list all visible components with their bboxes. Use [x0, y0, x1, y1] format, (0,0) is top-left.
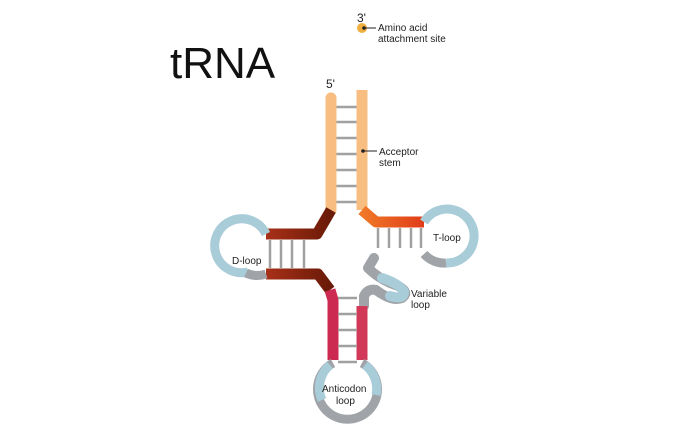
- amino-acid-label-1: Amino acid: [378, 23, 427, 34]
- anticodon-left-strand: [324, 288, 339, 360]
- acceptor-stem-rungs: [336, 105, 360, 204]
- five-prime-label: 5': [326, 77, 335, 91]
- anticodon-loop-label-1: Anticodon: [322, 384, 366, 395]
- anticodon-stem-rungs: [338, 296, 357, 364]
- anticodon-loop-label-2: loop: [336, 396, 355, 407]
- amino-acid-label-2: attachment site: [378, 34, 446, 45]
- variable-loop-blue: [377, 273, 410, 303]
- t-arm-upper-strand: [358, 205, 424, 228]
- t-loop-label: T-loop: [433, 233, 461, 244]
- amino-acid-site-dot: [357, 23, 367, 33]
- acceptor-stem-label-2: stem: [379, 158, 401, 169]
- t-arm-rungs: [376, 228, 423, 248]
- three-prime-label: 3': [357, 11, 366, 25]
- d-arm-lower-strand: [266, 268, 335, 294]
- diagram-title: tRNA: [170, 39, 276, 88]
- acceptor-stem-label-1: Acceptor: [379, 147, 419, 158]
- d-loop-ring-gray: [244, 268, 268, 280]
- t-loop-ring-blue: [420, 204, 479, 268]
- anticodon-loop-ring-blue: [314, 361, 334, 402]
- d-arm-rungs: [268, 240, 306, 268]
- d-loop-ring-blue: [210, 214, 271, 278]
- anticodon-loop-ring-blue-right: [362, 361, 382, 396]
- variable-loop-label-2: loop: [411, 300, 430, 311]
- d-loop-label: D-loop: [232, 256, 262, 267]
- d-arm-upper-strand: [266, 207, 336, 240]
- t-loop-ring-gray: [420, 250, 447, 268]
- variable-loop-label-1: Variable: [411, 289, 447, 300]
